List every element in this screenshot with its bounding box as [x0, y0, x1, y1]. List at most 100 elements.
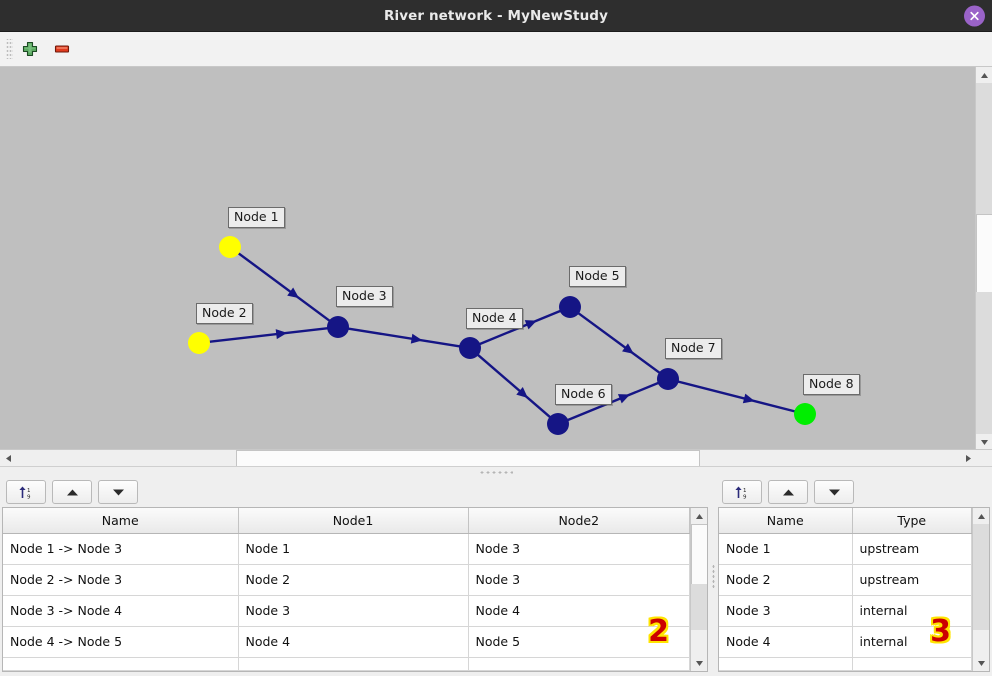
table-cell[interactable]: upstream — [852, 564, 972, 596]
graph-edge[interactable] — [476, 353, 552, 419]
reach-scroll-up-arrow[interactable] — [691, 508, 707, 524]
graph-node-label[interactable]: Node 1 — [228, 207, 285, 228]
column-header[interactable]: Name — [3, 508, 239, 534]
reach-move-up-button[interactable] — [52, 480, 92, 504]
network-graph-panel[interactable]: Node 1 Node 2 Node 3 Node 4 Node 5 Node 6 Node… — [0, 67, 992, 466]
graph-hscroll-thumb[interactable] — [236, 450, 700, 466]
table-row-empty[interactable] — [719, 657, 972, 671]
table-cell[interactable]: Node 2 -> Node 3 — [3, 564, 239, 596]
graph-edge-arrow — [742, 393, 755, 404]
reach-scroll-down-arrow[interactable] — [691, 655, 707, 671]
graph-node-label[interactable]: Node 5 — [569, 266, 626, 287]
graph-node-label[interactable]: Node 7 — [665, 338, 722, 359]
node-table-scrollbar[interactable] — [972, 508, 989, 671]
graph-node[interactable] — [327, 316, 349, 338]
scroll-down-arrow[interactable] — [976, 434, 992, 450]
reach-move-down-button[interactable] — [98, 480, 138, 504]
table-cell[interactable]: Node 2 — [719, 564, 853, 596]
table-cell[interactable]: Node 1 -> Node 3 — [3, 533, 239, 565]
table-row-empty[interactable] — [3, 657, 690, 671]
table-cell[interactable]: Node 3 — [468, 564, 690, 596]
vertical-splitter[interactable] — [710, 477, 716, 676]
graph-edges — [208, 251, 796, 422]
node-move-up-button[interactable] — [768, 480, 808, 504]
graph-node[interactable] — [459, 337, 481, 359]
reach-scroll-thumb[interactable] — [691, 524, 707, 586]
close-icon[interactable] — [964, 5, 985, 26]
graph-edge[interactable] — [347, 327, 461, 348]
graph-node[interactable] — [547, 413, 569, 435]
scroll-track-upper[interactable] — [976, 83, 992, 214]
graph-edge[interactable] — [237, 251, 331, 323]
table-cell[interactable]: Node 4 -> Node 5 — [3, 626, 239, 658]
remove-node-button[interactable] — [49, 36, 75, 62]
node-sort-icon[interactable]: 1 9 — [722, 480, 762, 504]
graph-node[interactable] — [188, 332, 210, 354]
graph-edge-arrow — [622, 343, 634, 354]
scroll-left-arrow[interactable] — [0, 450, 16, 466]
scroll-up-arrow[interactable] — [976, 67, 992, 83]
node-scroll-up-arrow[interactable] — [973, 508, 989, 524]
table-cell[interactable]: Node 4 — [468, 595, 690, 627]
reach-sort-icon[interactable]: 1 9 — [6, 480, 46, 504]
graph-vertical-scrollbar[interactable] — [975, 67, 992, 450]
graph-edge[interactable] — [208, 326, 329, 344]
graph-node-label[interactable]: Node 2 — [196, 303, 253, 324]
node-move-down-button[interactable] — [814, 480, 854, 504]
graph-edge[interactable] — [577, 311, 661, 375]
table-cell[interactable]: Node 1 — [719, 533, 853, 565]
table-cell[interactable]: Node 3 — [238, 595, 469, 627]
scroll-track-lower[interactable] — [976, 292, 992, 434]
node-scroll-down-arrow[interactable] — [973, 655, 989, 671]
window-title: River network - MyNewStudy — [384, 7, 608, 24]
graph-edge[interactable] — [566, 381, 660, 422]
reach-table-scrollbar[interactable] — [690, 508, 707, 671]
graph-node-label[interactable]: Node 8 — [803, 374, 860, 395]
graph-node[interactable] — [559, 296, 581, 318]
graph-node-label[interactable]: Node 4 — [466, 308, 523, 329]
table-cell[interactable]: Node 5 — [468, 626, 690, 658]
column-header[interactable]: Name — [719, 508, 853, 534]
table-cell[interactable]: internal — [852, 595, 972, 627]
graph-node[interactable] — [794, 403, 816, 425]
column-header[interactable]: Node1 — [238, 508, 469, 534]
table-cell[interactable]: Node 4 — [719, 626, 853, 658]
node-scroll-track[interactable] — [973, 524, 989, 630]
table-cell[interactable]: Node 3 — [468, 533, 690, 565]
horizontal-splitter[interactable] — [0, 466, 992, 477]
graph-canvas[interactable]: Node 1 Node 2 Node 3 Node 4 Node 5 Node 6 Node… — [0, 67, 964, 450]
scroll-right-arrow[interactable] — [960, 450, 976, 466]
column-header[interactable]: Node2 — [468, 508, 690, 534]
graph-node[interactable] — [219, 236, 241, 258]
graph-node-label[interactable]: Node 3 — [336, 286, 393, 307]
graph-node[interactable] — [657, 368, 679, 390]
toolbar-grip[interactable] — [6, 39, 13, 59]
graph-vscroll-thumb[interactable] — [976, 214, 992, 294]
table-cell[interactable]: Node 3 -> Node 4 — [3, 595, 239, 627]
node-table-toolbar: 1 9 — [716, 477, 992, 507]
table-cell[interactable]: Node 1 — [238, 533, 469, 565]
table-cell[interactable]: Node 2 — [238, 564, 469, 596]
table-cell[interactable]: upstream — [852, 533, 972, 565]
table-cell[interactable]: Node 3 — [719, 595, 853, 627]
table-cell[interactable]: internal — [852, 626, 972, 658]
graph-node-label[interactable]: Node 6 — [555, 384, 612, 405]
graph-edge[interactable] — [677, 380, 796, 413]
table-cell[interactable]: Node 4 — [238, 626, 469, 658]
graph-horizontal-scrollbar[interactable] — [0, 449, 992, 466]
column-header[interactable]: Type — [852, 508, 972, 534]
add-node-button[interactable] — [17, 36, 43, 62]
reach-scroll-track[interactable] — [691, 584, 707, 630]
